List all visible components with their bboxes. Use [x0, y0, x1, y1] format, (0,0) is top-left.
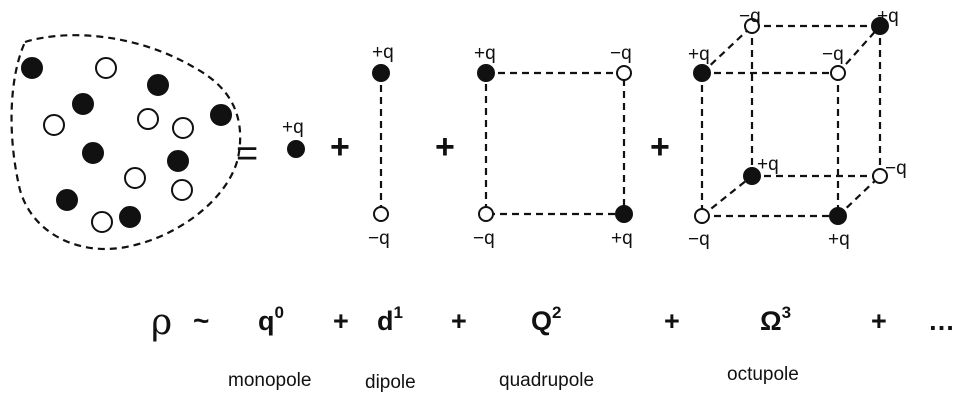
octupole-back-top-right-label: +q: [877, 6, 899, 27]
plus-sign: +: [333, 306, 349, 336]
quadrupole-name: quadrupole: [499, 370, 594, 391]
octupole-back-bottom-right-label: −q: [885, 158, 907, 179]
negative-charge: [137, 108, 159, 130]
negative-charge: [91, 211, 113, 233]
positive-charge: [21, 57, 43, 79]
octupole-name: octupole: [727, 364, 799, 385]
plus-sign: +: [435, 128, 455, 166]
dipole-term: d1: [377, 303, 403, 336]
positive-charge: [82, 142, 104, 164]
quadrupole-term-power: 2: [552, 303, 561, 322]
octupole-front-bottom-right-label: +q: [828, 229, 850, 250]
monopole-charge-label: +q: [282, 117, 304, 138]
octupole-front-bottom-left-label: −q: [688, 229, 710, 250]
positive-charge: [56, 189, 78, 211]
positive-charge: [210, 104, 232, 126]
dipole-term-symbol: d: [377, 306, 394, 336]
tilde-sign: ~: [193, 305, 209, 336]
octupole-charge-front-top-right: [830, 65, 846, 81]
negative-charge: [124, 167, 146, 189]
positive-charge: [147, 74, 169, 96]
quadrupole-term: Q2: [531, 303, 561, 336]
positive-charge: [119, 206, 141, 228]
cube-edge: [837, 25, 881, 74]
octupole-charge-back-bottom-right: [872, 168, 888, 184]
dipole-name: dipole: [365, 372, 416, 393]
cube-edge: [837, 175, 881, 217]
quadrupole-figure: +q −q −q +q: [473, 43, 633, 249]
dipole-top-label: +q: [372, 42, 394, 63]
ellipsis: …: [928, 306, 955, 336]
octupole-term-power: 3: [782, 303, 791, 322]
monopole-charge: [287, 140, 305, 158]
quadrupole-charge-bottom-left: [478, 206, 494, 222]
positive-charge: [167, 150, 189, 172]
octupole-front-top-left-label: +q: [688, 44, 710, 65]
octupole-charge-back-bottom-left: [743, 167, 761, 185]
dipole-positive-charge: [372, 64, 390, 82]
negative-charge: [43, 114, 65, 136]
dipole-figure: +q −q: [368, 42, 394, 249]
octupole-term: Ω3: [760, 303, 791, 336]
octupole-charge-front-bottom-right: [829, 207, 847, 225]
negative-charge: [171, 179, 193, 201]
octupole-back-top-left-label: −q: [739, 6, 761, 27]
quadrupole-charge-top-right: [616, 65, 632, 81]
negative-charge: [95, 57, 117, 79]
rho-symbol: ρ: [151, 302, 172, 343]
octupole-term-symbol: Ω: [760, 306, 782, 336]
plus-sign: +: [871, 306, 887, 336]
monopole-term: q0: [258, 303, 284, 336]
equals-sign: =: [236, 133, 258, 175]
octupole-figure: −q +q +q −q +q −q −q +q: [688, 6, 907, 250]
positive-charge: [72, 93, 94, 115]
plus-sign: +: [330, 128, 350, 166]
quadrupole-term-symbol: Q: [531, 306, 552, 336]
cube-edge: [701, 175, 753, 217]
octupole-front-top-right-label: −q: [822, 44, 844, 65]
monopole-name: monopole: [228, 370, 311, 391]
octupole-charge-back-top-right: [871, 17, 889, 35]
distribution-boundary: [10, 34, 242, 251]
monopole-term-power: 0: [275, 303, 284, 322]
quadrupole-top-left-label: +q: [474, 43, 496, 64]
octupole-charge-back-top-left: [744, 18, 760, 34]
quadrupole-charge-top-left: [477, 64, 495, 82]
octupole-charge-front-top-left: [693, 64, 711, 82]
charge-distribution: [10, 34, 242, 251]
monopole-term-symbol: q: [258, 306, 275, 336]
monopole-figure: +q: [282, 117, 305, 158]
quadrupole-bottom-right-label: +q: [611, 228, 633, 249]
quadrupole-square: [484, 71, 626, 216]
plus-sign: +: [664, 306, 680, 336]
negative-charge: [172, 117, 194, 139]
octupole-back-bottom-left-label: +q: [757, 154, 779, 175]
plus-sign: +: [650, 128, 670, 166]
quadrupole-bottom-left-label: −q: [473, 228, 495, 249]
dipole-term-power: 1: [394, 303, 403, 322]
multipole-names: monopole dipole quadrupole octupole: [228, 364, 799, 393]
expansion-equation: ρ ~ q0 + d1 + Q2 + Ω3 + …: [151, 302, 955, 343]
dipole-bottom-label: −q: [368, 228, 390, 249]
plus-sign: +: [451, 306, 467, 336]
quadrupole-charge-bottom-right: [615, 205, 633, 223]
quadrupole-top-right-label: −q: [610, 43, 632, 64]
octupole-charge-front-bottom-left: [694, 208, 710, 224]
dipole-negative-charge: [373, 206, 389, 222]
